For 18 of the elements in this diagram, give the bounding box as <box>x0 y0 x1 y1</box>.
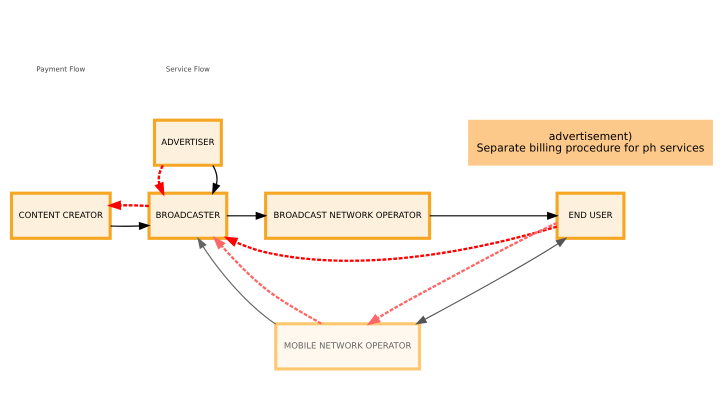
node-box: CONTENT CREATOR <box>10 192 112 240</box>
node-box: MOBILE NETWORK OPERATOR <box>274 322 422 370</box>
arrow <box>366 222 558 326</box>
arrow <box>415 237 568 325</box>
arrow <box>212 236 322 325</box>
arrow <box>154 164 164 196</box>
arrow <box>106 200 149 210</box>
node-box: advertisement) Separate billing procedure for ph services <box>468 120 713 166</box>
node-box: BROADCASTER <box>147 192 228 240</box>
node-box: END USER <box>556 192 626 240</box>
arrow <box>430 212 559 220</box>
arrow <box>224 225 558 262</box>
arrow <box>197 237 276 325</box>
node-box: ADVERTISER <box>152 118 223 167</box>
arrow <box>110 222 151 230</box>
arrow <box>226 212 268 220</box>
arrow <box>212 165 220 195</box>
node-box: BROADCAST NETWORK OPERATOR <box>264 192 432 240</box>
